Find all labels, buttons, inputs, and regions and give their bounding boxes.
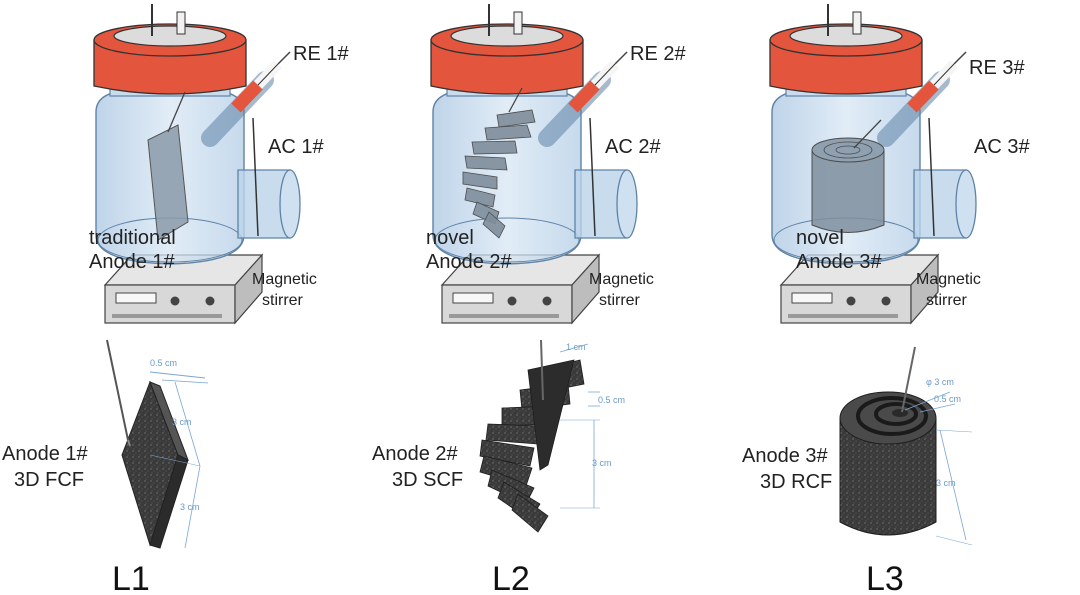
anode-label-1-line2: Anode 1# <box>89 251 176 273</box>
anode-label-1-line1: traditional <box>89 227 176 249</box>
detail-label-1-line1: Anode 1# <box>2 443 89 465</box>
anode-label-3-line2: Anode 3# <box>796 251 883 273</box>
caption-l1: L1 <box>112 560 150 595</box>
detail-label-2-line2: 3D SCF <box>392 469 463 491</box>
dim-3-b: 0.5 cm <box>934 394 961 404</box>
dim-2-b: 0.5 cm <box>598 395 625 405</box>
re-label-2: RE 2# <box>630 43 686 65</box>
detail-label-1-line2: 3D FCF <box>14 469 84 491</box>
ac-label-2: AC 2# <box>605 136 661 158</box>
cell-3: RE 3# AC 3# novel Anode 3# Magnetic stir… <box>770 4 1030 323</box>
ac-label-3: AC 3# <box>974 136 1030 158</box>
cell-2: RE 2# AC 2# novel Anode 2# Magnetic stir… <box>426 4 686 323</box>
anode-label-2-line2: Anode 2# <box>426 251 513 273</box>
dim-2-c: 3 cm <box>592 458 612 468</box>
caption-l3: L3 <box>866 560 904 595</box>
ac-label-1: AC 1# <box>268 136 324 158</box>
caption-l2: L2 <box>492 560 530 595</box>
stirrer-label-2-line1: Magnetic <box>589 271 654 288</box>
anode-label-3-line1: novel <box>796 227 844 249</box>
stirrer-label-2-line2: stirrer <box>599 292 641 309</box>
stirrer-label-1-line2: stirrer <box>262 292 304 309</box>
dim-1-c: 3 cm <box>180 502 200 512</box>
re-label-1: RE 1# <box>293 43 349 65</box>
anode-2-detail: 1 cm 0.5 cm 3 cm <box>479 339 625 533</box>
anode-label-2-line1: novel <box>426 227 474 249</box>
detail-label-3-line1: Anode 3# <box>742 445 829 467</box>
detail-label-2-line1: Anode 2# <box>372 443 459 465</box>
dim-1-a: 0.5 cm <box>150 358 177 368</box>
dim-3-a: φ 3 cm <box>926 377 954 387</box>
dim-1-b: 3 cm <box>172 417 192 427</box>
re-label-3: RE 3# <box>969 57 1025 79</box>
stirrer-label-1-line1: Magnetic <box>252 271 317 288</box>
stirrer-label-3-line1: Magnetic <box>916 271 981 288</box>
anode-1-detail: 0.5 cm 3 cm 3 cm <box>106 339 209 549</box>
dim-3-c: 3 cm <box>936 478 956 488</box>
cell-1: RE 1# AC 1# traditional Anode 1# Magneti… <box>2 4 349 595</box>
stirrer-label-3-line2: stirrer <box>926 292 968 309</box>
anode-3-detail: φ 3 cm 0.5 cm 3 cm <box>839 346 973 546</box>
detail-label-3-line2: 3D RCF <box>760 471 832 493</box>
dim-2-a: 1 cm <box>566 342 586 352</box>
